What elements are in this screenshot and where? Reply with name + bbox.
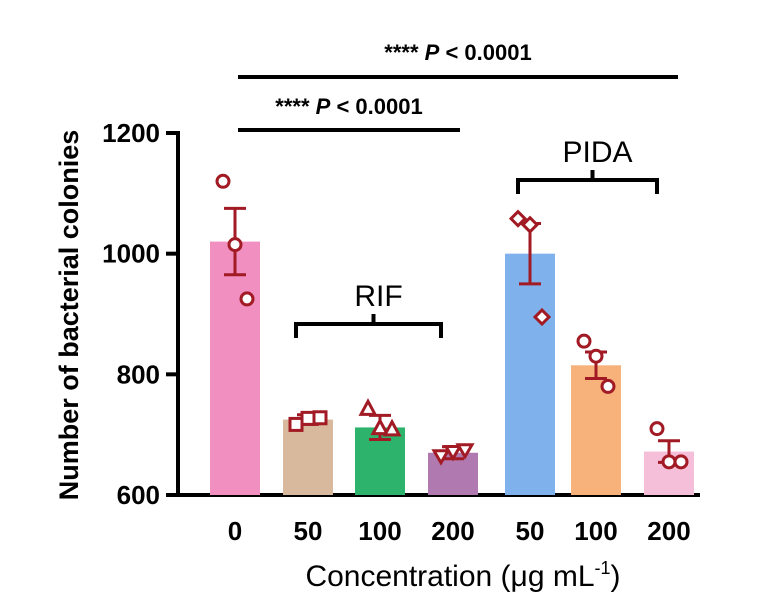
group-label: RIF <box>354 280 402 313</box>
data-point <box>370 417 390 436</box>
data-point <box>431 449 451 466</box>
group-label: PIDA <box>562 136 632 169</box>
data-point <box>215 173 231 189</box>
bars <box>210 241 694 495</box>
bar <box>283 419 333 495</box>
x-tick-label: 50 <box>516 516 545 546</box>
data-point <box>649 421 665 437</box>
y-tick-label: 1000 <box>102 239 160 269</box>
data-point <box>239 291 255 307</box>
significance-label: **** P < 0.0001 <box>384 40 531 65</box>
data-point <box>312 410 328 426</box>
data-point <box>300 410 316 426</box>
x-tick-label: 200 <box>647 516 690 546</box>
data-point <box>288 416 304 432</box>
data-point <box>358 398 378 416</box>
data-point <box>588 348 604 364</box>
bar <box>210 241 260 495</box>
data-point <box>600 378 616 394</box>
y-tick-label: 800 <box>117 359 160 389</box>
data-point <box>520 215 540 234</box>
data-point <box>532 307 552 327</box>
group-brackets: RIF PIDA <box>294 136 659 338</box>
y-axis: 600 800 1000 1200 <box>102 118 700 510</box>
x-tick-label: 0 <box>228 516 242 546</box>
data-point <box>455 443 475 460</box>
data-point <box>576 333 592 349</box>
data-point <box>382 418 402 437</box>
data-points <box>215 173 689 470</box>
group-bracket <box>516 178 659 194</box>
x-axis-label: Concentration (μg mL-1) <box>305 558 620 593</box>
y-tick-label: 600 <box>117 480 160 510</box>
data-point <box>661 454 677 470</box>
y-axis-label: Number of bacterial colonies <box>54 130 84 501</box>
significance-annotations: **** P < 0.0001 **** P < 0.0001 <box>238 40 678 132</box>
bar <box>505 253 555 495</box>
significance-label: **** P < 0.0001 <box>275 94 422 119</box>
group-bracket <box>294 322 443 338</box>
x-tick-label: 50 <box>294 516 323 546</box>
data-point <box>443 445 463 462</box>
data-point <box>508 209 528 228</box>
y-tick-label: 1200 <box>102 118 160 148</box>
data-point <box>227 237 243 253</box>
data-point <box>673 454 689 470</box>
x-tick-label: 200 <box>431 516 474 546</box>
x-tick-label: 100 <box>358 516 401 546</box>
x-tick-labels: 0 50 100 200 50 100 200 <box>228 516 691 546</box>
x-tick-label: 100 <box>574 516 617 546</box>
